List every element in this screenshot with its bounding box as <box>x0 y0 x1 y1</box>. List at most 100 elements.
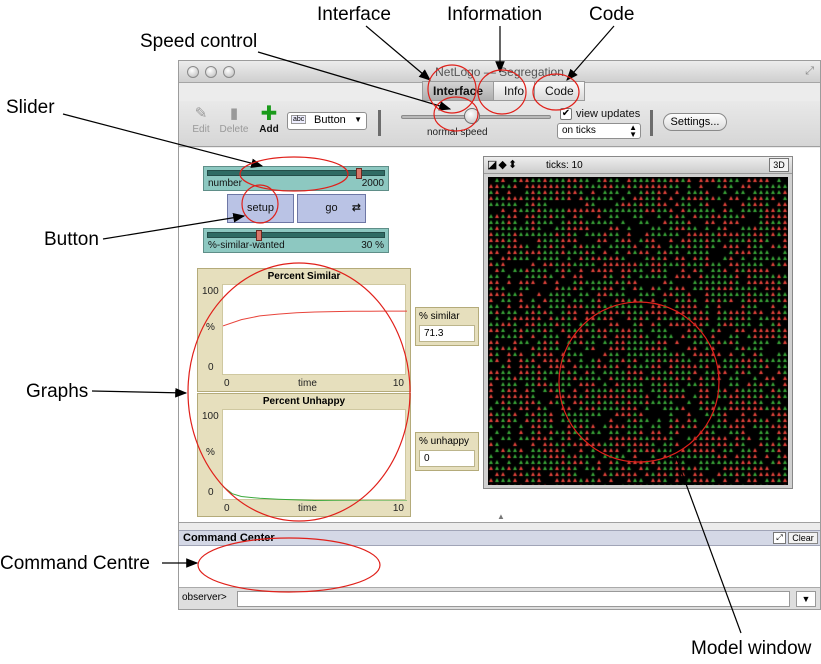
view-updates-label: view updates <box>576 108 641 120</box>
up-down-arrows-icon: ▲▼ <box>629 123 637 139</box>
tab-interface[interactable]: Interface <box>422 81 495 101</box>
slider-track <box>207 232 385 238</box>
monitor-percent-similar: % similar 71.3 <box>415 307 479 346</box>
netlogo-window: NetLogo — Segregation ⤢ Interface Info C… <box>178 60 821 610</box>
speed-slider-knob[interactable] <box>464 108 480 124</box>
plot-canvas <box>222 310 407 327</box>
slider-label: %-similar-wanted <box>208 240 285 251</box>
command-center-output <box>179 546 820 587</box>
number-slider[interactable]: number 2000 <box>203 166 389 191</box>
plot-percent-similar: Percent Similar 100 % 0 0 time 10 <box>197 268 411 392</box>
chevron-down-icon[interactable]: ▼ <box>796 591 816 607</box>
monitor-value: 71.3 <box>419 325 475 342</box>
trash-icon: ▮ <box>229 105 239 122</box>
slider-value: 30 % <box>361 240 384 251</box>
y-max-label: 100 <box>202 411 219 422</box>
view-controls-icon[interactable]: ◪◆⬍ <box>487 159 519 171</box>
x-max-label: 10 <box>392 378 404 389</box>
callout-model-window: Model window <box>691 638 812 659</box>
percent-unhappy-line <box>222 486 407 502</box>
view-control-bar: ◪◆⬍ ticks: 10 3D <box>484 157 792 174</box>
toolbar-divider <box>650 110 653 136</box>
monitor-percent-unhappy: % unhappy 0 <box>415 432 479 471</box>
delete-button[interactable]: ▮ Delete <box>214 104 254 135</box>
plot-title: Percent Unhappy <box>262 396 346 407</box>
callout-slider: Slider <box>6 97 55 118</box>
go-label: go <box>325 202 338 214</box>
add-label: Add <box>259 124 279 135</box>
forever-icon: ⇄ <box>351 202 361 214</box>
view-updates-checkbox[interactable]: ✔ <box>560 108 572 120</box>
widget-type-value: Button <box>314 114 346 126</box>
command-input-row: observer> ▼ <box>179 587 820 609</box>
expand-icon[interactable]: ⤢ <box>773 532 786 544</box>
go-button[interactable]: go ⇄ <box>297 194 366 223</box>
minimize-window-button[interactable] <box>205 66 217 78</box>
3d-view-button[interactable]: 3D <box>769 158 789 172</box>
plot-percent-unhappy: Percent Unhappy 100 % 0 0 time 10 <box>197 393 411 517</box>
edit-label: Edit <box>192 124 210 135</box>
plus-icon: ✚ <box>260 103 278 125</box>
add-button[interactable]: ✚ Add <box>249 104 289 135</box>
y-axis-label: % <box>206 322 215 333</box>
x-max-label: 10 <box>392 503 404 514</box>
callout-information: Information <box>447 4 543 25</box>
percent-similar-line <box>222 310 407 327</box>
slider-knob[interactable] <box>256 230 262 241</box>
observer-prompt: observer> <box>182 592 227 603</box>
ticks-counter: ticks: 10 <box>546 160 583 171</box>
interface-area: number 2000 setup go ⇄ %-similar-wanted … <box>179 148 820 523</box>
x-min-label: 0 <box>224 503 230 514</box>
monitor-label: % similar <box>419 311 460 322</box>
model-view[interactable]: ◪◆⬍ ticks: 10 3D <box>483 156 793 489</box>
x-min-label: 0 <box>224 378 230 389</box>
graphs-arrow <box>91 387 188 398</box>
zoom-window-button[interactable] <box>223 66 235 78</box>
command-input[interactable] <box>237 591 790 607</box>
command-center-header: Command Center ⤢ Clear <box>179 530 820 546</box>
monitor-label: % unhappy <box>419 436 470 447</box>
command-center-title: Command Center <box>183 532 275 544</box>
x-axis-label: time <box>298 503 317 514</box>
plot-title: Percent Similar <box>267 271 341 282</box>
chevron-down-icon: ▼ <box>354 115 362 124</box>
toolbar-divider <box>378 110 381 136</box>
widget-type-select[interactable]: abc Button ▼ <box>287 112 367 130</box>
x-axis-label: time <box>298 378 317 389</box>
y-max-label: 100 <box>202 286 219 297</box>
close-window-button[interactable] <box>187 66 199 78</box>
callout-speed-control: Speed control <box>140 31 258 52</box>
window-title: NetLogo — Segregation <box>435 65 564 79</box>
toolbar: ✎ Edit ▮ Delete ✚ Add abc Button ▼ norma… <box>179 101 820 147</box>
similar-wanted-slider[interactable]: %-similar-wanted 30 % <box>203 228 389 253</box>
splitter-arrow-icon[interactable]: ▲ <box>497 512 505 521</box>
slider-label: number <box>208 178 242 189</box>
update-mode-select[interactable]: on ticks ▲▼ <box>557 123 641 139</box>
plot-area <box>222 284 407 375</box>
callout-interface: Interface <box>317 4 391 25</box>
callout-button: Button <box>44 229 99 250</box>
callout-graphs: Graphs <box>26 381 89 402</box>
world-canvas[interactable] <box>488 177 788 485</box>
tab-code[interactable]: Code <box>534 81 585 101</box>
y-axis-label: % <box>206 447 215 458</box>
tab-bar: Interface Info Code <box>422 81 585 101</box>
delete-label: Delete <box>219 124 249 135</box>
monitor-value: 0 <box>419 450 475 467</box>
settings-button[interactable]: Settings... <box>663 113 727 131</box>
clear-button[interactable]: Clear <box>788 532 818 544</box>
slider-knob[interactable] <box>356 168 362 179</box>
setup-button[interactable]: setup <box>227 194 294 223</box>
y-min-label: 0 <box>208 362 214 373</box>
title-bar: NetLogo — Segregation ⤢ <box>179 61 820 83</box>
update-mode-value: on ticks <box>562 125 596 136</box>
y-min-label: 0 <box>208 487 214 498</box>
speed-label: normal speed <box>427 127 488 138</box>
button-widget-icon: abc <box>291 115 307 124</box>
callout-command-centre: Command Centre <box>0 553 150 574</box>
plot-canvas <box>222 486 407 502</box>
tab-info[interactable]: Info <box>493 81 536 101</box>
resize-icon[interactable]: ⤢ <box>805 65 814 77</box>
slider-value: 2000 <box>361 178 384 189</box>
callout-code: Code <box>589 4 635 25</box>
